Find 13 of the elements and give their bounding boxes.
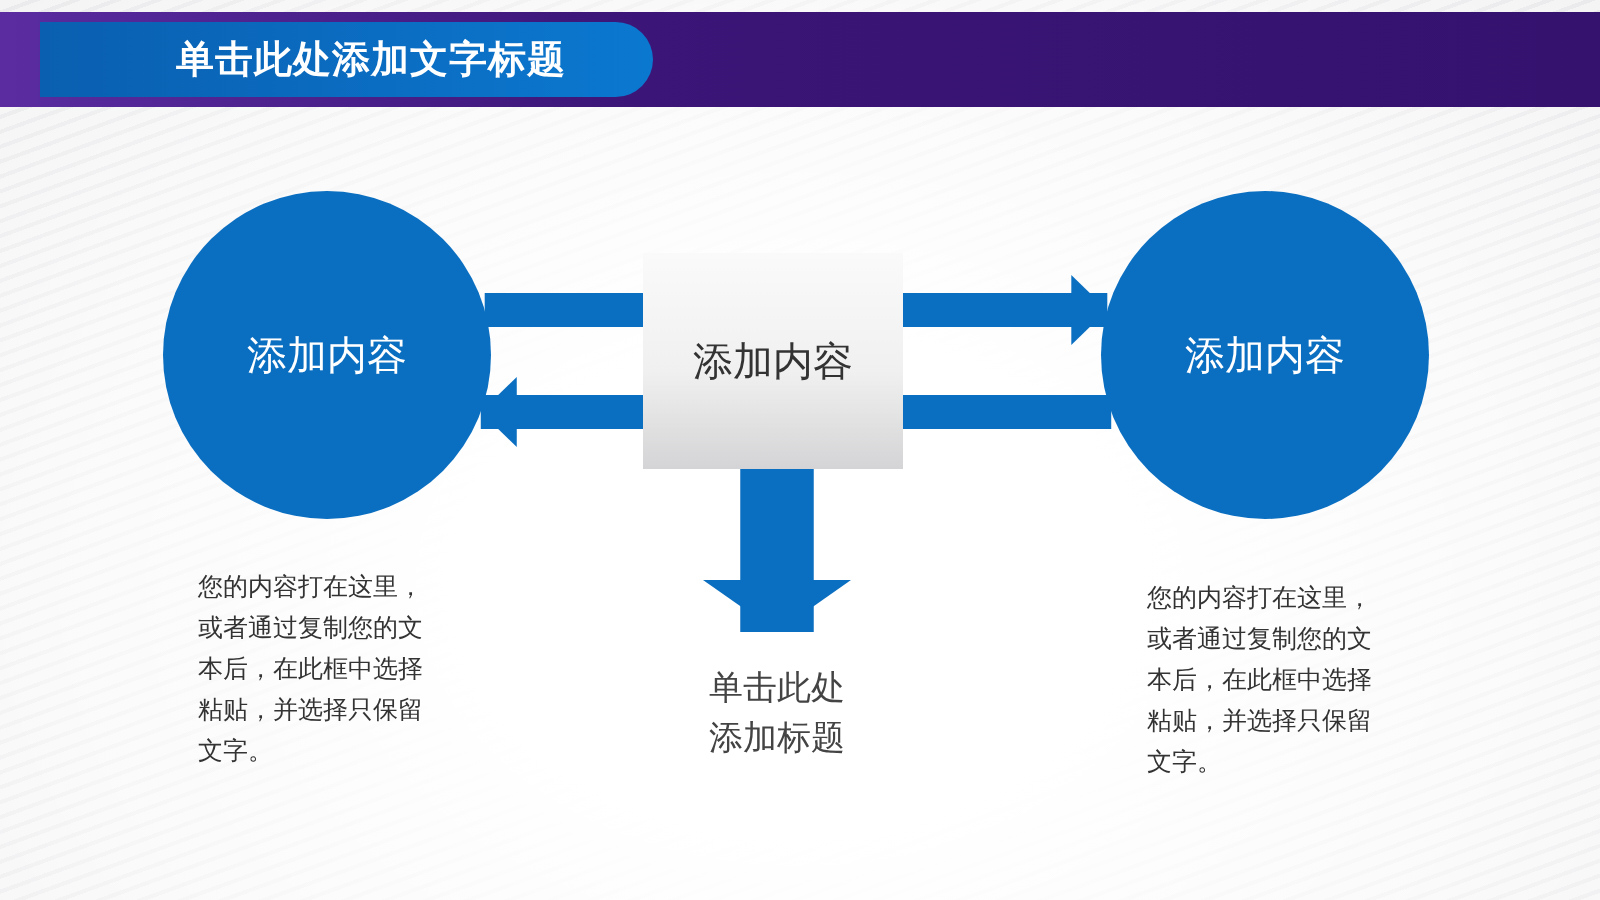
node-label: 添加内容 [1185,330,1345,380]
block-arrow [480,377,643,447]
block-arrow [903,275,1108,345]
node-label: 添加内容 [247,330,407,380]
description-text: 您的内容打在这里，或者通过复制您的文本后，在此框中选择粘贴，并选择只保留文字。 [198,571,424,767]
title-banner: 单击此处添加文字标题 [40,22,653,97]
connector-band [484,293,643,327]
connector-band [903,395,1112,429]
node-label: 添加内容 [693,336,853,386]
block-arrow [703,469,851,632]
heading-text: 单击此处添加标题 [700,632,854,766]
description-text: 您的内容打在这里，或者通过复制您的文本后，在此框中选择粘贴，并选择只保留文字。 [1147,582,1373,778]
process-box [643,253,903,469]
